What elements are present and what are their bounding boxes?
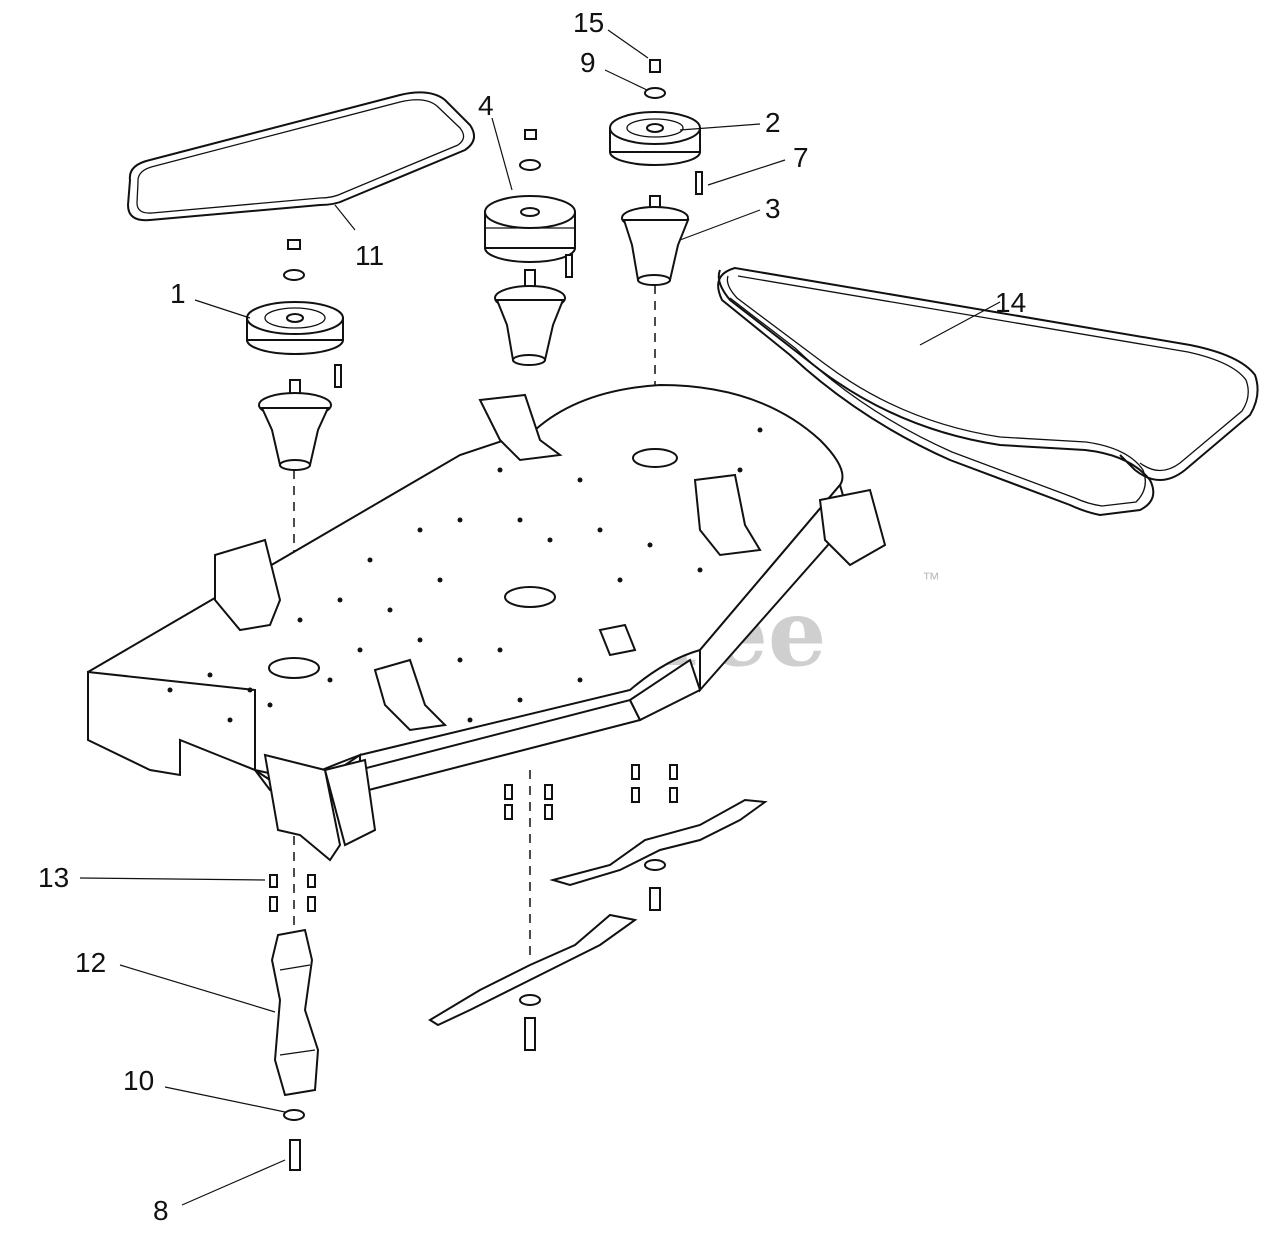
callout-8: 8 (153, 1195, 169, 1226)
callout-labels: 15 9 4 2 7 3 11 1 14 13 12 10 8 (38, 7, 1026, 1226)
blade-hardware[interactable] (283, 859, 666, 1171)
belt-11[interactable] (126, 91, 475, 222)
callout-9: 9 (580, 47, 596, 78)
callout-3: 3 (765, 193, 781, 224)
callout-10: 10 (123, 1065, 154, 1096)
callout-14: 14 (995, 287, 1026, 318)
bolt-8 (289, 1139, 301, 1171)
watermark-trademark: ™ (922, 569, 940, 589)
callout-15: 15 (573, 7, 604, 38)
spindle-assembly-2-3[interactable] (609, 59, 703, 286)
callout-13: 13 (38, 862, 69, 893)
spindle-assembly-4[interactable] (484, 129, 576, 366)
blade-center-lower[interactable] (428, 913, 638, 1027)
callout-1: 1 (170, 278, 186, 309)
callout-7: 7 (793, 142, 809, 173)
blade-12[interactable] (270, 928, 320, 1097)
mower-deck-housing[interactable] (87, 383, 887, 862)
assembly-centerlines (293, 285, 656, 960)
blade-right-upper[interactable] (549, 798, 768, 887)
bolt-set-center[interactable] (504, 764, 678, 820)
callout-12: 12 (75, 947, 106, 978)
leader-lines (79, 29, 1001, 1206)
spindle-assembly-1[interactable] (246, 239, 344, 471)
bolt-set-13[interactable] (269, 874, 316, 912)
callout-4: 4 (478, 90, 494, 121)
belt-14[interactable] (717, 266, 1259, 517)
callout-2: 2 (765, 107, 781, 138)
deck-holes (167, 427, 763, 723)
washer-10 (283, 1109, 305, 1121)
callout-11: 11 (355, 240, 384, 271)
